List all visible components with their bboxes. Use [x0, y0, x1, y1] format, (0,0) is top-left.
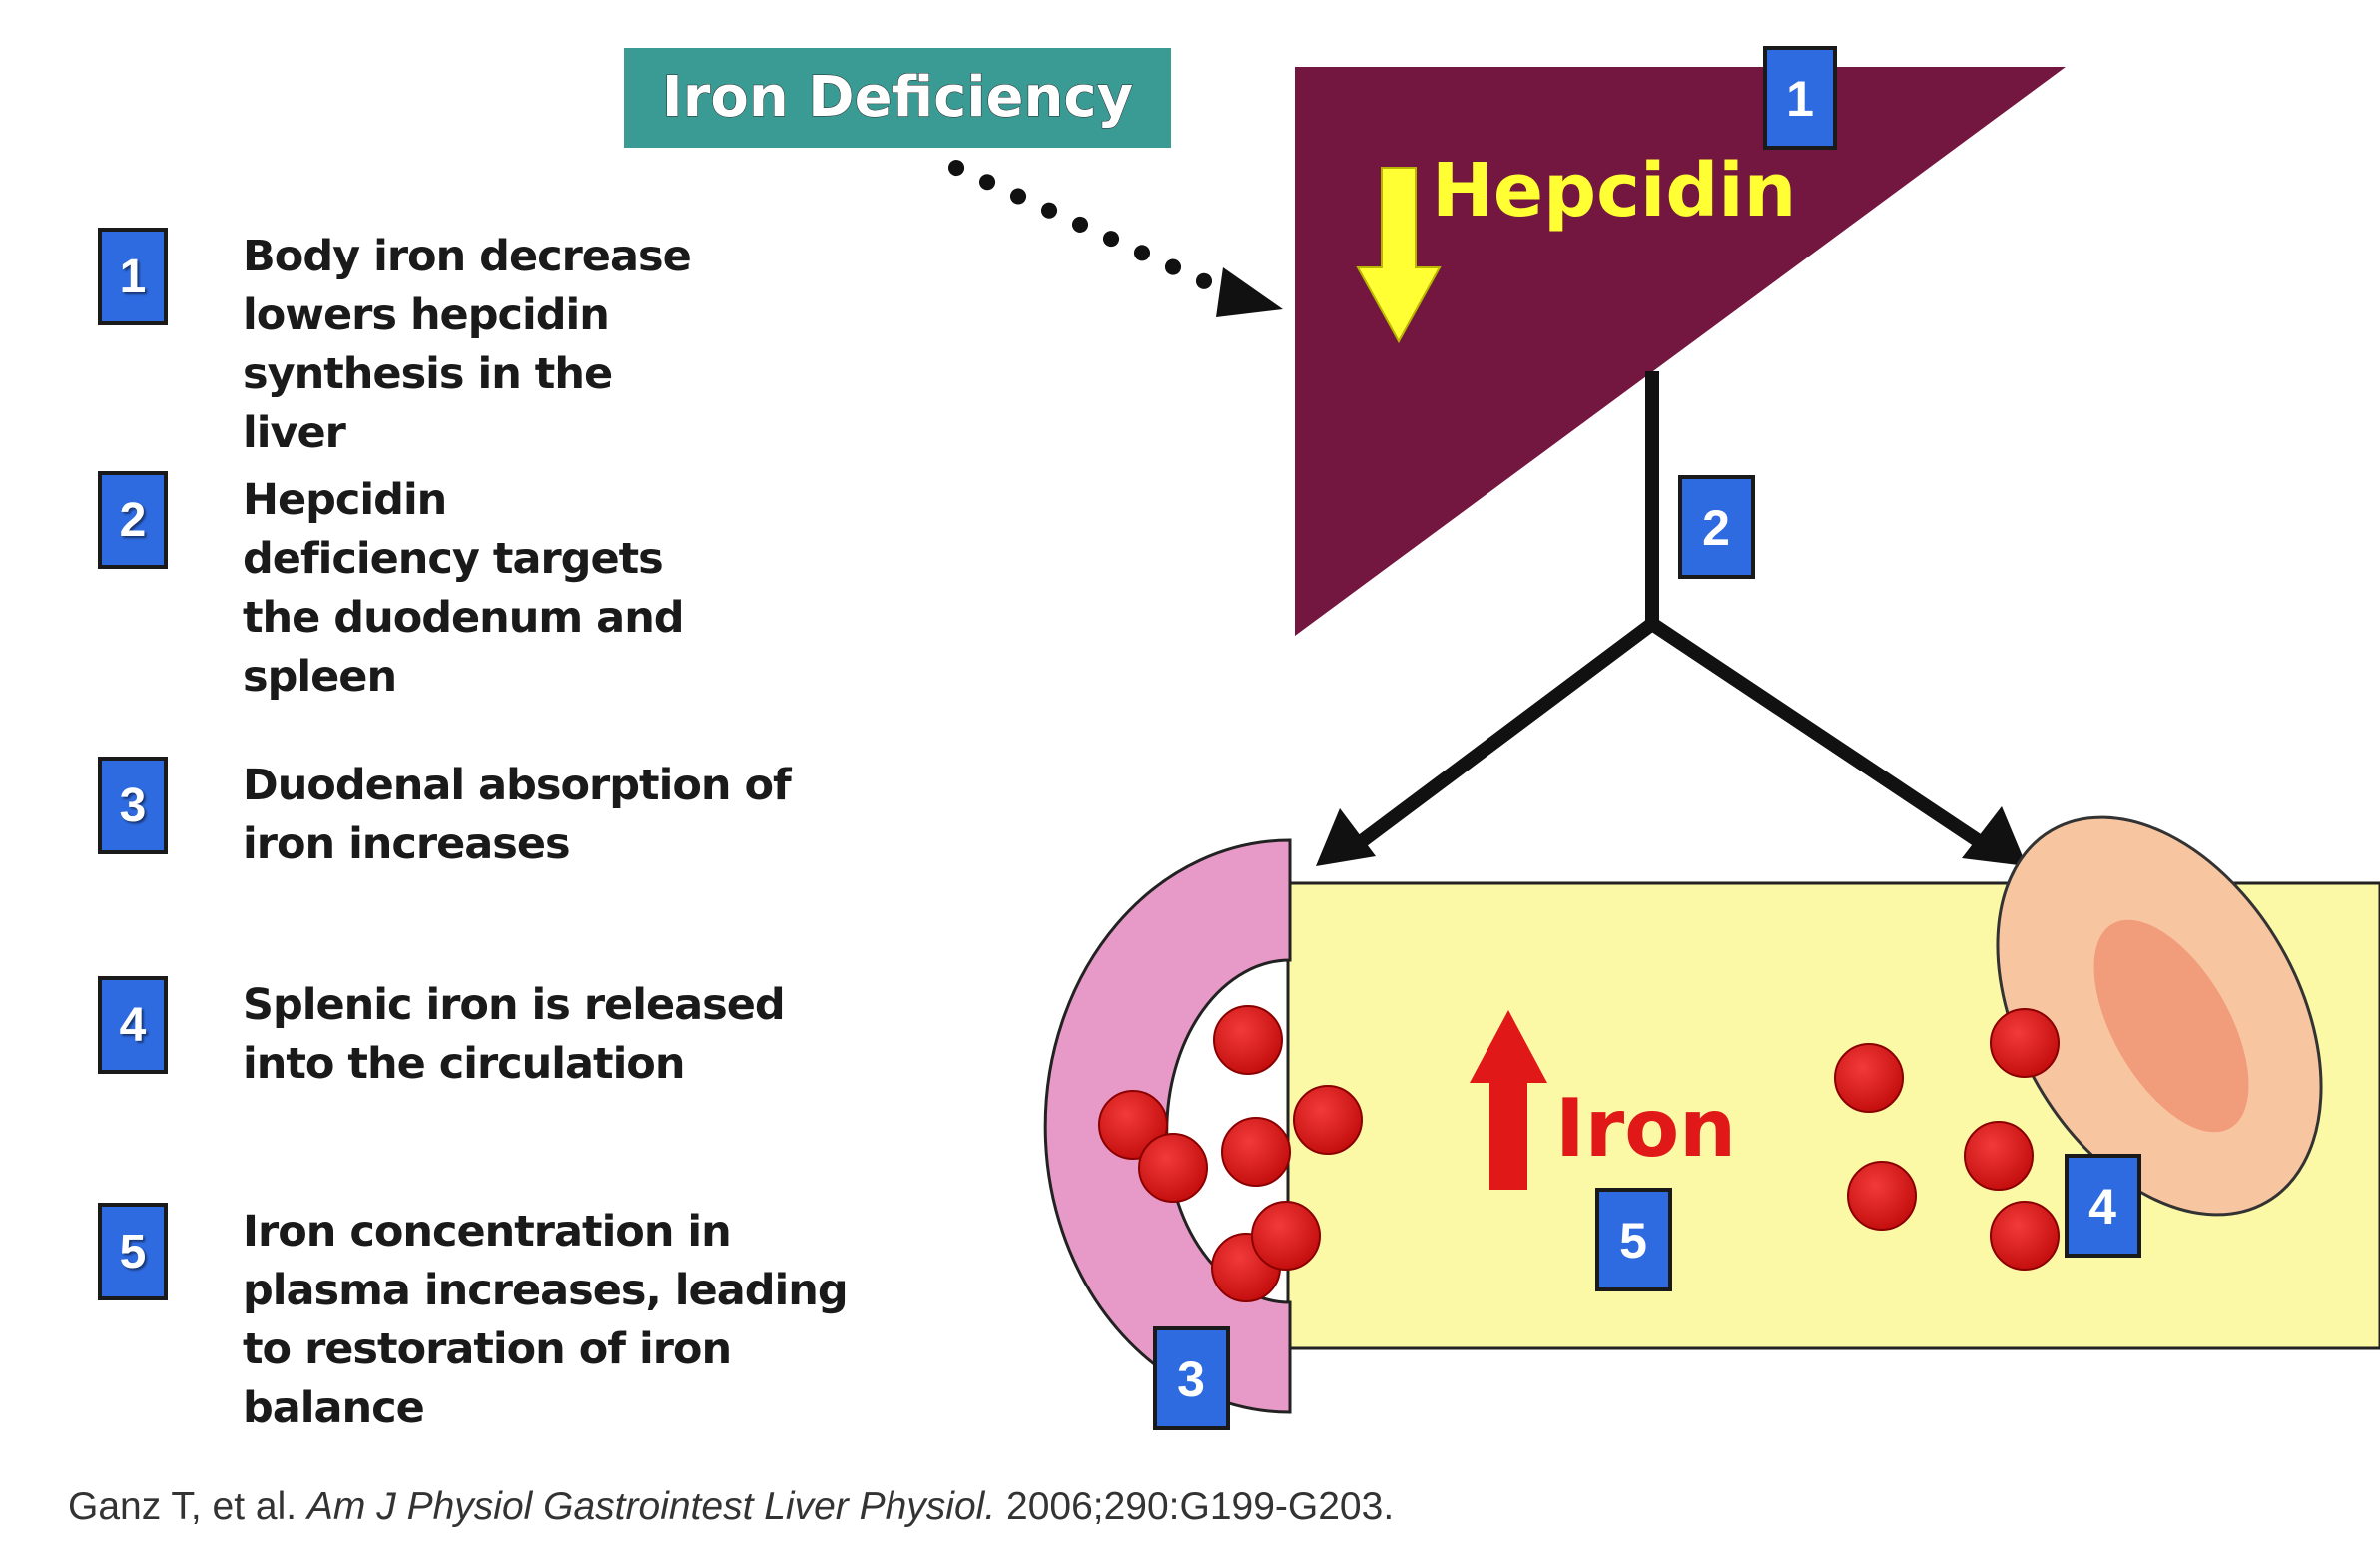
iron-label: Iron: [1555, 1082, 1736, 1175]
step-number-badge: 3: [98, 757, 168, 854]
iron-up-arrow: [1470, 1010, 1547, 1190]
marker-3-label: 3: [1177, 1351, 1205, 1407]
iron-deficiency-box: [624, 48, 1171, 148]
hepcidin-label: Hepcidin: [1432, 148, 1796, 234]
iron-particle: [1847, 1161, 1917, 1231]
step-text: Body iron decrease lowers hepcidin synth…: [243, 232, 692, 458]
step-number-badge: 1: [98, 228, 168, 325]
step-text: Duodenal absorption of iron increases: [243, 761, 792, 869]
marker-1: 1: [1763, 46, 1837, 150]
iron-particles: [1098, 1005, 2060, 1302]
iron-particle: [1138, 1133, 1208, 1203]
iron-particle: [1221, 1117, 1291, 1187]
iron-particle: [1834, 1043, 1904, 1113]
dotted-arrow-head: [1216, 267, 1283, 317]
iron-particle: [1990, 1201, 2060, 1271]
step-number-badge: 4: [98, 976, 168, 1074]
marker-4: 4: [2065, 1154, 2141, 1258]
step-number-badge: 2: [98, 471, 168, 569]
step-text: Hepcidin deficiency targets the duodenum…: [243, 475, 685, 702]
step-text: Iron concentration in plasma increases, …: [243, 1207, 849, 1433]
citation: Ganz T, et al. Am J Physiol Gastrointest…: [68, 1485, 1394, 1529]
iron-particle: [1293, 1085, 1363, 1155]
citation-details: 2006;290:G199-G203.: [1006, 1485, 1395, 1528]
iron-deficiency-label: Iron Deficiency: [662, 65, 1133, 130]
spleen-shape: [1996, 815, 2323, 1217]
dotted-arrow: [948, 160, 1256, 309]
iron-particle: [1990, 1008, 2060, 1078]
marker-4-label: 4: [2088, 1179, 2116, 1235]
fork-arrow-left: [1341, 618, 1657, 859]
liver-shape: [1295, 67, 2066, 636]
marker-5: 5: [1595, 1188, 1672, 1291]
marker-1-label: 1: [1786, 71, 1814, 127]
step-number-badge: 5: [98, 1203, 168, 1300]
marker-3: 3: [1153, 1326, 1230, 1430]
fork-arrow-left-head: [1316, 808, 1376, 866]
citation-journal: Am J Physiol Gastrointest Liver Physiol.: [306, 1485, 996, 1528]
marker-5-label: 5: [1619, 1213, 1647, 1269]
fork-arrow-right-head: [1962, 806, 2027, 866]
iron-particle: [1251, 1201, 1321, 1271]
marker-2: 2: [1678, 475, 1755, 579]
fork-arrow-right: [1648, 618, 2001, 859]
step-text: Splenic iron is released into the circul…: [243, 980, 786, 1089]
iron-particle: [1964, 1121, 2034, 1191]
citation-authors: Ganz T, et al.: [68, 1485, 298, 1528]
duodenum-shape: [1043, 838, 1292, 1414]
iron-particle: [1213, 1005, 1283, 1075]
hepcidin-down-arrow: [1356, 167, 1442, 344]
marker-2-label: 2: [1702, 500, 1730, 556]
